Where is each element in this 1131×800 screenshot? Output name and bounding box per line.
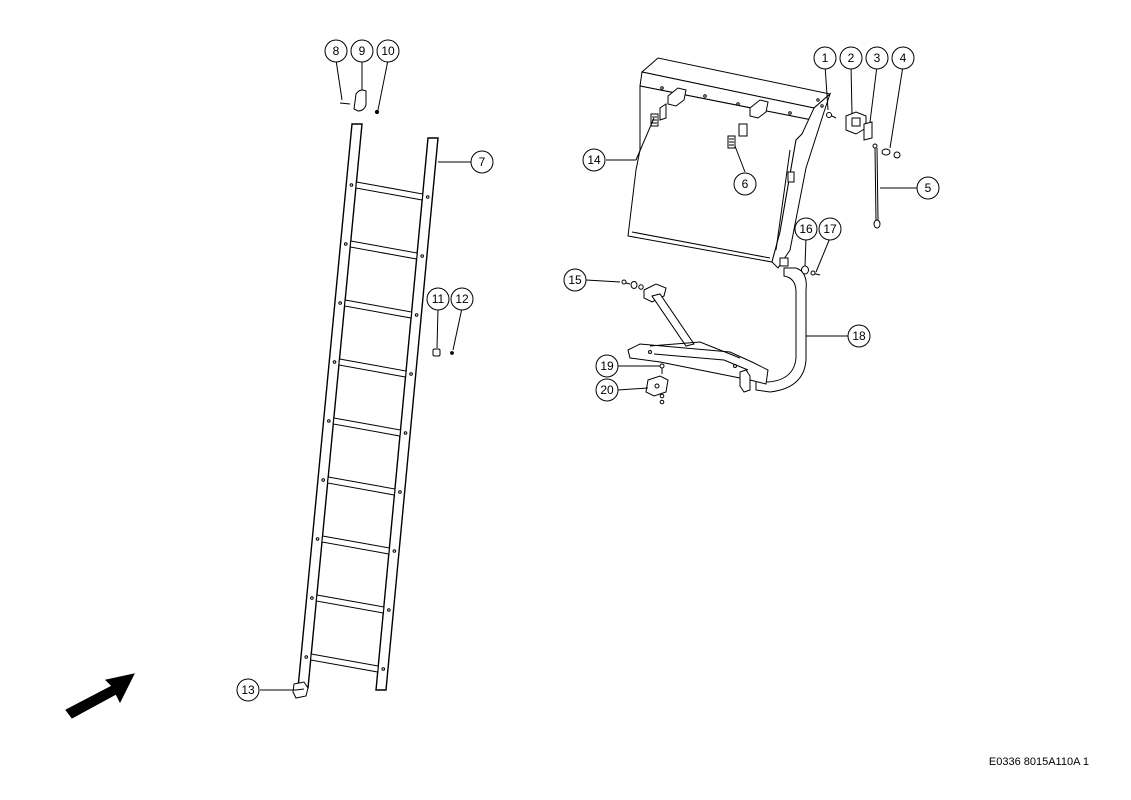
- callout-label: 17: [823, 222, 837, 236]
- arrow-icon: [65, 673, 135, 719]
- callout-5: 5: [916, 176, 940, 200]
- callout-3: 3: [865, 46, 889, 70]
- callout-14: 14: [582, 148, 606, 172]
- ladder-rungs: [310, 181, 424, 673]
- ladder-rung: [344, 299, 413, 319]
- leader-lines: [260, 59, 918, 691]
- ladder-rung: [355, 181, 424, 201]
- box-assembly: [627, 57, 832, 269]
- callout-1: 1: [813, 46, 837, 70]
- ladder-rung: [310, 653, 379, 673]
- support-frame: [627, 267, 807, 393]
- callout-label: 5: [925, 181, 932, 195]
- callout-label: 4: [900, 51, 907, 65]
- callout-4: 4: [891, 46, 915, 70]
- callout-20: 20: [595, 378, 619, 402]
- support-cable: [874, 147, 877, 221]
- ladder: [297, 123, 439, 691]
- callout-label: 1: [822, 51, 829, 65]
- callout-label: 3: [874, 51, 881, 65]
- callout-label: 9: [359, 44, 366, 58]
- ladder-rung: [332, 417, 402, 437]
- loose-nut-and-screw: [432, 348, 454, 357]
- callout-label: 8: [333, 44, 340, 58]
- callout-16: 16: [794, 217, 818, 241]
- ladder-top-clip: [339, 89, 380, 115]
- callout-label: 13: [241, 683, 255, 697]
- callout-10: 10: [376, 39, 400, 63]
- floor-bracket: [645, 363, 669, 405]
- callout-9: 9: [350, 39, 374, 63]
- callout-8: 8: [324, 39, 348, 63]
- callout-label: 2: [848, 51, 855, 65]
- callout-2: 2: [839, 46, 863, 70]
- hinge-hardware: [826, 111, 901, 229]
- ladder-rung: [349, 240, 418, 260]
- callout-label: 15: [568, 273, 582, 287]
- drawing-reference-code: E0336 8015A110A 1: [988, 756, 1089, 768]
- callout-label: 20: [600, 383, 614, 397]
- callout-label: 14: [587, 153, 601, 167]
- ladder-rung: [321, 535, 390, 555]
- callout-label: 18: [852, 329, 866, 343]
- callout-11: 11: [426, 287, 450, 311]
- callout-label: 19: [600, 359, 614, 373]
- callout-6: 6: [733, 172, 757, 196]
- callout-13: 13: [236, 678, 260, 702]
- callout-label: 12: [455, 292, 469, 306]
- ladder-rung: [338, 358, 407, 378]
- callout-label: 16: [799, 222, 813, 236]
- ladder-foot: [292, 681, 309, 699]
- callout-15: 15: [563, 268, 587, 292]
- ladder-rung: [327, 476, 396, 496]
- callout-label: 10: [381, 44, 395, 58]
- ladder-rung: [315, 594, 385, 614]
- callout-17: 17: [818, 217, 842, 241]
- callout-7: 7: [470, 150, 494, 174]
- callout-label: 11: [432, 292, 445, 306]
- callout-label: 6: [742, 177, 749, 191]
- callout-label: 7: [479, 155, 486, 169]
- ladder-right-rail: [375, 137, 439, 691]
- callout-19: 19: [595, 354, 619, 378]
- callout-12: 12: [450, 287, 474, 311]
- callout-18: 18: [847, 324, 871, 348]
